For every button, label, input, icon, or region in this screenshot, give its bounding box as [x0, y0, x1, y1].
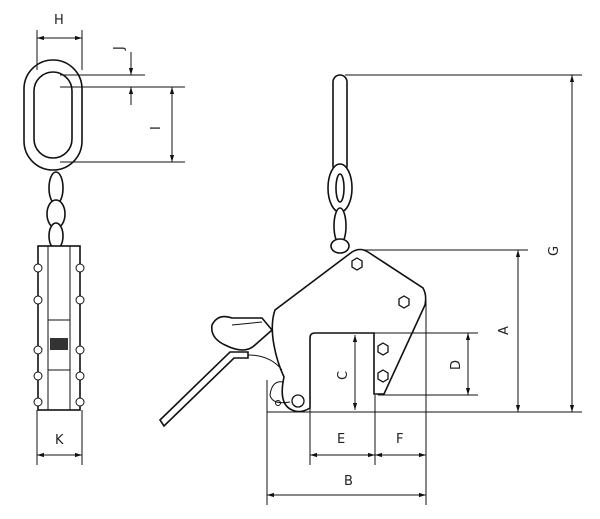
dimension-c: C	[336, 335, 358, 410]
bolt	[351, 257, 363, 271]
dimension-g: G	[267, 74, 582, 413]
clamp-side-plates	[33, 245, 85, 411]
dimension-a: A	[362, 249, 528, 412]
label-k: K	[55, 433, 64, 448]
clamp-body	[214, 248, 427, 413]
master-link	[23, 59, 83, 171]
shackle-and-chain	[327, 74, 353, 254]
label-c: C	[336, 371, 351, 380]
label-i: I	[149, 126, 164, 130]
label-a: A	[497, 326, 512, 335]
dimension-e-f: E F	[309, 300, 427, 505]
label-e: E	[337, 432, 345, 447]
lever-handle	[158, 315, 283, 428]
dimension-j: J	[60, 46, 185, 105]
dimension-h: H	[36, 13, 83, 70]
dimension-k: K	[36, 410, 83, 465]
label-g: G	[547, 246, 562, 256]
label-d: D	[449, 360, 464, 370]
dimension-i: I	[60, 87, 185, 163]
label-j: J	[112, 46, 127, 51]
label-f: F	[396, 432, 403, 447]
label-b: B	[344, 474, 353, 489]
front-view: G A D C E F	[158, 74, 582, 505]
dimension-b: B	[266, 380, 426, 505]
chain-links-side	[46, 171, 66, 250]
side-view: H J I K	[23, 13, 185, 465]
label-h: H	[54, 13, 64, 28]
